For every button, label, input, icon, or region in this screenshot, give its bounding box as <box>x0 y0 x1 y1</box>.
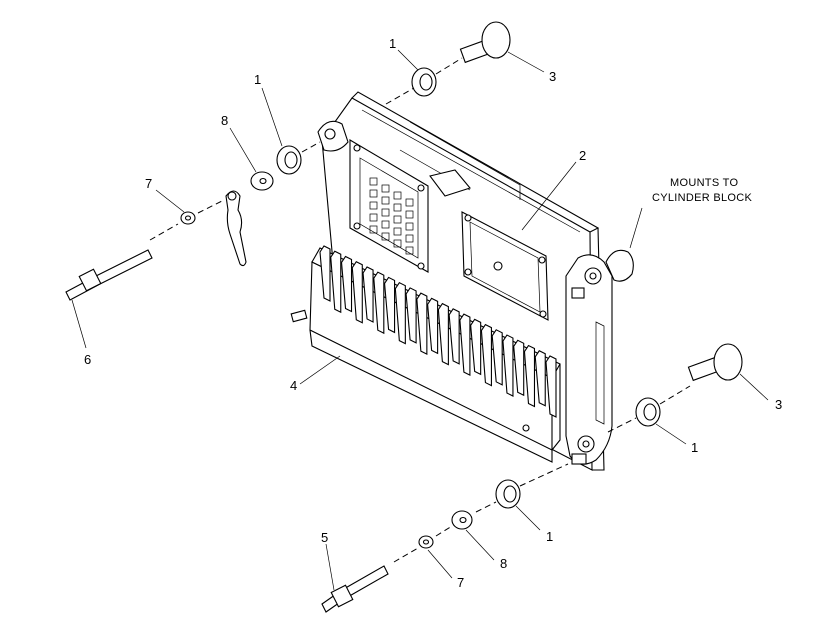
connector-pin <box>381 196 390 205</box>
access-cover <box>461 211 549 321</box>
right-mount-bolt <box>687 343 743 382</box>
callout-1-top: 1 <box>389 36 396 51</box>
callout-5-bolt: 5 <box>321 530 328 545</box>
connector-pin <box>369 177 378 186</box>
lower-long-bolt <box>321 565 389 613</box>
connector-pin <box>393 191 402 200</box>
cooling-fin <box>416 292 428 356</box>
callout-1-left: 1 <box>254 72 261 87</box>
cooling-fin <box>513 339 525 397</box>
connector-pin <box>393 227 402 236</box>
cooling-fin <box>437 302 449 366</box>
callout-8-upper: 8 <box>221 113 228 128</box>
connector-pin <box>381 184 390 193</box>
lower-isolator-grommet <box>495 479 521 509</box>
callout-7-lower: 7 <box>457 575 464 590</box>
cooling-fin <box>502 334 514 397</box>
connector-pin <box>405 246 414 255</box>
connector-pin <box>393 203 402 212</box>
callout-7-upper: 7 <box>145 176 152 191</box>
cooling-fin <box>448 308 460 365</box>
cooling-fin <box>459 313 471 376</box>
upper-lock-washer <box>180 211 196 225</box>
callout-8-lower: 8 <box>500 556 507 571</box>
cooling-fin <box>351 261 363 324</box>
connector-pin <box>405 198 414 207</box>
connector-pin <box>381 208 390 217</box>
note-line-2: CYLINDER BLOCK <box>652 192 753 204</box>
callout-6-bolt: 6 <box>84 352 91 367</box>
upper-long-bolt <box>65 249 153 301</box>
cooling-fin <box>330 250 342 314</box>
cooling-fin <box>362 266 374 323</box>
callout-2-cover: 2 <box>579 148 586 163</box>
cooling-fin <box>405 287 417 344</box>
cooling-fin <box>340 255 353 313</box>
top-isolator-grommet <box>411 67 437 97</box>
note-line-1: MOUNTS TO <box>670 177 738 189</box>
cooling-fin <box>534 350 546 407</box>
cooling-fin <box>480 323 492 387</box>
connector-pin <box>369 201 378 210</box>
ground-strap-clip <box>225 190 247 267</box>
connector-pin <box>369 225 378 234</box>
lower-flat-washer <box>451 510 473 530</box>
connector-pin <box>405 210 414 219</box>
cooling-fin <box>373 271 385 335</box>
left-isolator-grommet <box>276 145 302 175</box>
cooling-fin <box>319 245 331 302</box>
callout-labels: 1 3 1 8 7 2 6 4 3 1 1 8 7 5 <box>84 36 782 590</box>
callout-3-right: 3 <box>775 397 782 412</box>
cooling-fin <box>523 344 536 408</box>
callout-3-top: 3 <box>549 69 556 84</box>
callout-4-module: 4 <box>290 378 297 393</box>
right-isolator-grommet <box>635 397 661 427</box>
connector-pin <box>393 239 402 248</box>
connector-pin <box>381 220 390 229</box>
lower-lock-washer <box>418 535 434 549</box>
connector-pin <box>369 213 378 222</box>
cooling-fins <box>319 245 557 418</box>
cooling-fin <box>545 355 557 418</box>
connector-pin <box>393 215 402 224</box>
cooling-fin <box>394 281 406 345</box>
connector-block <box>349 139 429 273</box>
cooling-fin <box>427 297 439 355</box>
connector-pin <box>405 234 414 243</box>
top-mount-bolt <box>459 21 511 64</box>
cooling-fin <box>491 329 503 386</box>
mounting-note: MOUNTS TO CYLINDER BLOCK <box>652 177 753 204</box>
cooling-fin <box>384 276 396 334</box>
connector-pin <box>381 232 390 241</box>
cooling-fin <box>470 318 482 376</box>
connector-pin <box>369 189 378 198</box>
right-mount-bracket <box>565 249 634 465</box>
upper-flat-washer <box>250 171 274 191</box>
callout-1-right: 1 <box>691 440 698 455</box>
top-left-mount-boss <box>317 120 349 152</box>
connector-pin <box>405 222 414 231</box>
ecm-module <box>290 91 634 471</box>
leader-lines <box>71 49 769 591</box>
callout-1-lower: 1 <box>546 529 553 544</box>
